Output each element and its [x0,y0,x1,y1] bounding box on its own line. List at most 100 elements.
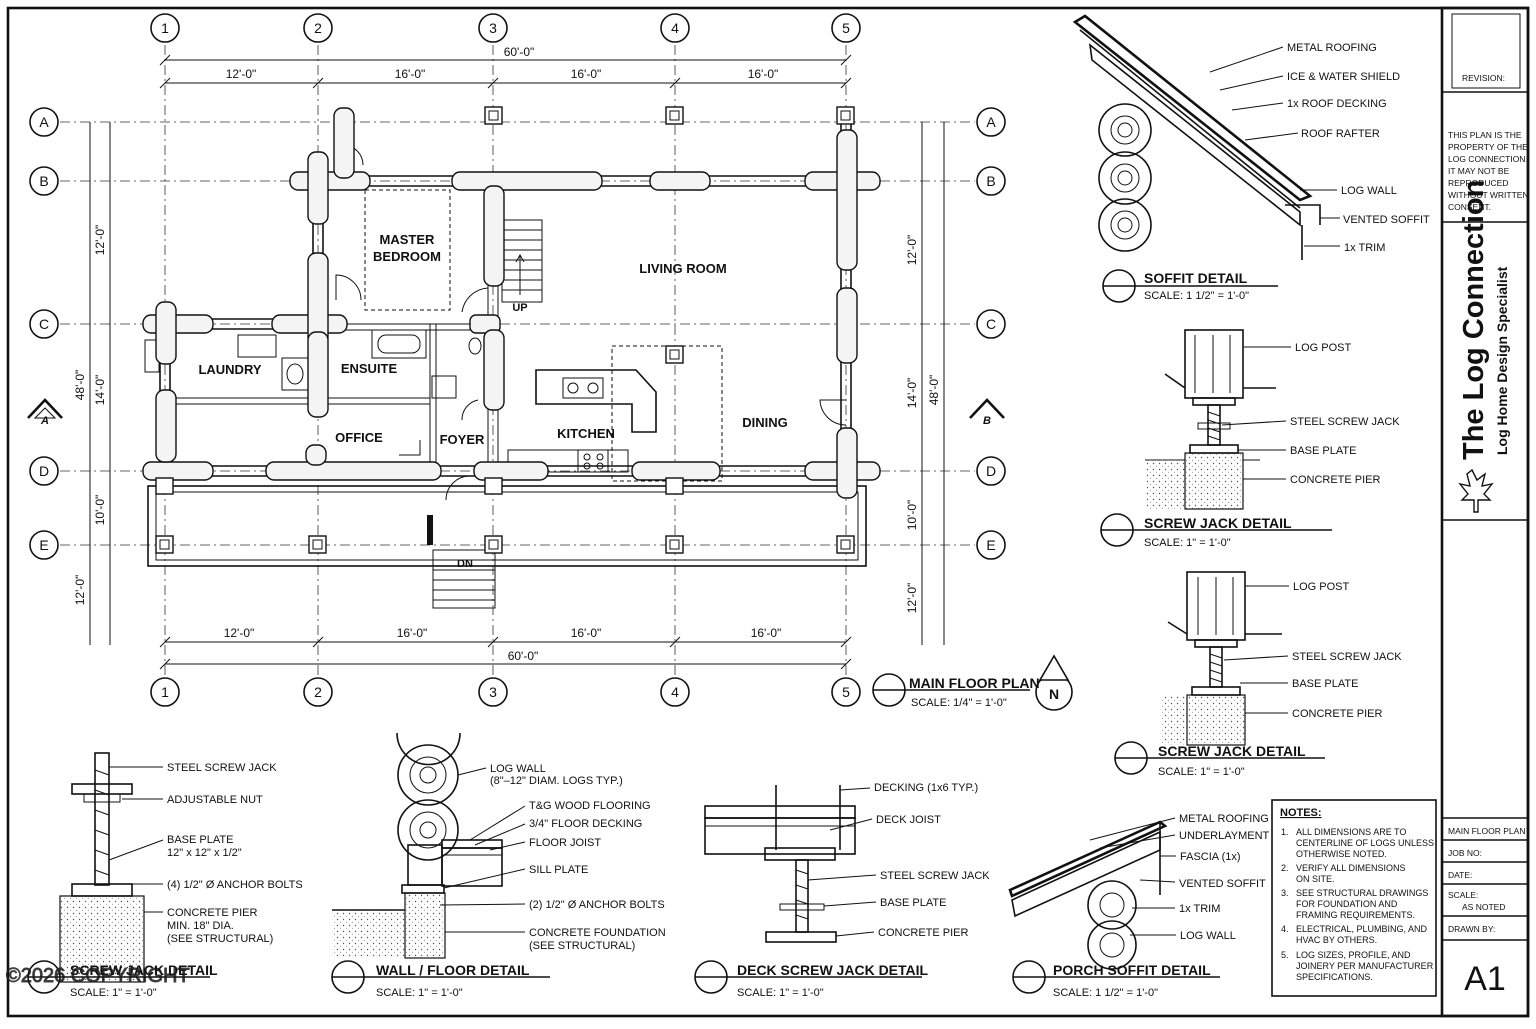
svg-text:4: 4 [671,684,679,700]
revision-label: REVISION: [1462,73,1505,83]
svg-text:BASE PLATE: BASE PLATE [1292,678,1358,690]
grid-bubble-right-A: A [976,107,1006,137]
scale-label: SCALE: [1448,890,1478,900]
grid-bubble-right-B: B [976,166,1006,196]
svg-text:VENTED SOFFIT: VENTED SOFFIT [1179,878,1266,890]
svg-text:1: 1 [161,20,169,36]
svg-text:LOG POST: LOG POST [1293,581,1350,593]
svg-text:A: A [40,415,49,427]
screw-jack-detail-1: LOG POST STEEL SCREW JACK BASE PLATE CON… [1100,329,1400,549]
screw-jack-2-scale: SCALE: 1" = 1'-0" [1158,766,1245,778]
section-marker-a: A [27,398,63,427]
room-dining: DINING [742,415,788,430]
svg-text:1x ROOF DECKING: 1x ROOF DECKING [1287,98,1387,110]
room-laundry: LAUNDRY [198,362,261,377]
svg-text:CENTERLINE OF LOGS UNLESS: CENTERLINE OF LOGS UNLESS [1296,838,1434,848]
screw-jack-detail-2: LOG POST STEEL SCREW JACK BASE PLATE CON… [1114,571,1402,778]
dim-bottom-3: 16'-0" [571,626,602,640]
grid-bubble-top-5: 5 [831,13,861,43]
note-1: 1. ALL DIMENSIONS ARE TO CENTERLINE OF L… [1281,827,1434,859]
dim-left-overall: 48'-0" [73,370,87,401]
dim-left-1: 12'-0" [93,225,107,256]
dim-bottom-2: 16'-0" [397,626,428,640]
log-walls [142,107,881,499]
copyright-watermark: ©2026 COPYRIGHT [6,965,190,987]
svg-text:2: 2 [314,684,322,700]
dim-top-4: 16'-0" [748,67,779,81]
soffit-detail: METAL ROOFING ICE & WATER SHIELD 1x ROOF… [1072,14,1430,303]
svg-text:SPECIFICATIONS.: SPECIFICATIONS. [1296,972,1373,982]
svg-text:1x TRIM: 1x TRIM [1344,242,1385,254]
svg-text:LOG WALL: LOG WALL [1180,930,1236,942]
grid-bubble-top-2: 2 [303,13,333,43]
svg-text:STEEL SCREW JACK: STEEL SCREW JACK [880,870,990,882]
svg-text:(8"–12" DIAM. LOGS TYP.): (8"–12" DIAM. LOGS TYP.) [490,775,623,787]
dim-top-3: 16'-0" [571,67,602,81]
svg-text:1x TRIM: 1x TRIM [1179,903,1220,915]
screw-jack-2-title: SCREW JACK DETAIL [1158,743,1306,759]
log-stack-icon-porch [1087,880,1137,970]
svg-text:1.: 1. [1281,827,1289,837]
svg-text:12" x 12" x 1/2": 12" x 12" x 1/2" [167,847,242,859]
svg-text:METAL ROOFING: METAL ROOFING [1179,813,1269,825]
svg-text:4: 4 [671,20,679,36]
porch-soffit-detail: METAL ROOFING UNDERLAYMENT FASCIA (1x) V… [1008,813,1270,999]
svg-text:E: E [39,537,48,553]
svg-text:FRAMING REQUIREMENTS.: FRAMING REQUIREMENTS. [1296,910,1415,920]
wall-floor-detail-title: WALL / FLOOR DETAIL [376,962,530,978]
svg-text:CONCRETE PIER: CONCRETE PIER [878,927,969,939]
svg-text:E: E [986,537,995,553]
room-office: OFFICE [335,430,383,445]
stair-down-label: DN [457,558,473,570]
grid-bubble-right-C: C [976,309,1006,339]
svg-text:CONCRETE PIER: CONCRETE PIER [1292,708,1383,720]
svg-text:N: N [1049,686,1059,702]
svg-text:B: B [983,415,991,427]
svg-text:FASCIA (1x): FASCIA (1x) [1180,851,1241,863]
dim-top-overall: 60'-0" [504,45,535,59]
porch-detail-title: PORCH SOFFIT DETAIL [1053,962,1211,978]
svg-text:DECK JOIST: DECK JOIST [876,814,941,826]
sheet-number: A1 [1464,960,1506,998]
dim-bottom-1: 12'-0" [224,626,255,640]
screw-jack-1-scale: SCALE: 1" = 1'-0" [1144,537,1231,549]
svg-text:ROOF RAFTER: ROOF RAFTER [1301,128,1380,140]
notes-box: NOTES: 1. ALL DIMENSIONS ARE TO CENTERLI… [1271,799,1437,997]
dimension-left: 12'-0" 14'-0" 10'-0" 12'-0" 48'-0" [73,122,111,645]
svg-text:(SEE STRUCTURAL): (SEE STRUCTURAL) [529,940,635,952]
dim-top-1: 12'-0" [226,67,257,81]
soffit-detail-title: SOFFIT DETAIL [1144,270,1248,286]
svg-text:A: A [39,114,49,130]
company-name: The Log Connection [1458,180,1490,460]
job-no-label: JOB NO: [1448,848,1482,858]
svg-text:BASE PLATE: BASE PLATE [1290,445,1356,457]
svg-text:D: D [39,463,49,479]
svg-text:SILL PLATE: SILL PLATE [529,864,588,876]
dim-right-3: 10'-0" [905,500,919,531]
note-5: 5. LOG SIZES, PROFILE, AND JOINERY PER M… [1281,950,1434,982]
svg-text:BASE PLATE: BASE PLATE [167,834,233,846]
grid-bubble-bottom-1: 1 [150,677,180,707]
log-posts [155,106,855,554]
svg-text:T&G WOOD FLOORING: T&G WOOD FLOORING [529,800,651,812]
grid-bubble-left-E: E [29,530,59,560]
svg-text:CONCRETE PIER: CONCRETE PIER [1290,474,1381,486]
svg-text:LOG POST: LOG POST [1295,342,1352,354]
dim-left-2: 14'-0" [93,375,107,406]
svg-text:STEEL SCREW JACK: STEEL SCREW JACK [1292,651,1402,663]
svg-text:(4) 1/2" Ø ANCHOR BOLTS: (4) 1/2" Ø ANCHOR BOLTS [167,879,303,891]
dim-right-2: 14'-0" [905,378,919,409]
note-3: 3. SEE STRUCTURAL DRAWINGS FOR FOUNDATIO… [1281,888,1428,920]
svg-text:C: C [39,316,49,332]
soffit-detail-scale: SCALE: 1 1/2" = 1'-0" [1144,290,1249,302]
svg-text:(SEE STRUCTURAL): (SEE STRUCTURAL) [167,933,273,945]
svg-text:REPRODUCED: REPRODUCED [1448,178,1508,188]
svg-text:FOR FOUNDATION AND: FOR FOUNDATION AND [1296,899,1398,909]
svg-text:FLOOR JOIST: FLOOR JOIST [529,837,601,849]
svg-text:SEE STRUCTURAL DRAWINGS: SEE STRUCTURAL DRAWINGS [1296,888,1428,898]
wall-floor-detail: LOG WALL (8"–12" DIAM. LOGS TYP.) T&G WO… [331,732,666,999]
svg-text:STEEL SCREW JACK: STEEL SCREW JACK [1290,416,1400,428]
svg-text:5: 5 [842,684,850,700]
scale-value: AS NOTED [1462,902,1505,912]
